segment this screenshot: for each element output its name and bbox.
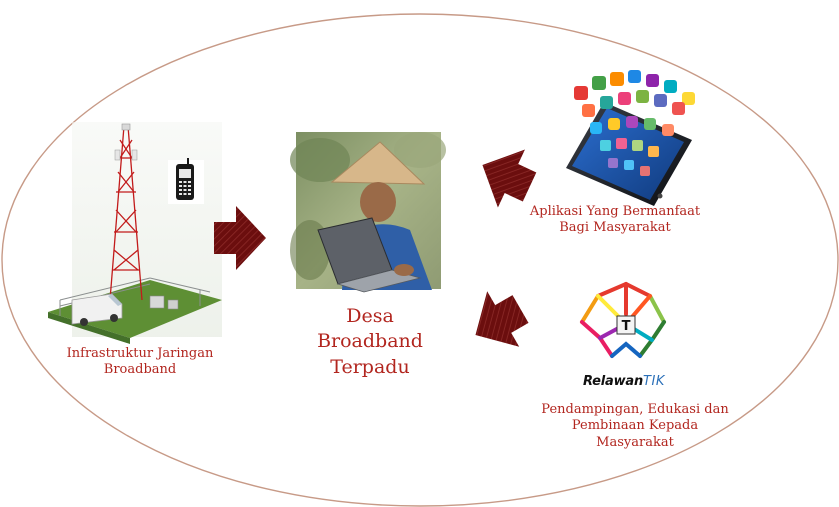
label-infrastruktur-line-1: Infrastruktur Jaringan [66,346,214,361]
smartphone-apps-image [566,70,695,206]
label-pendampingan-line-2: Pembinaan Kepada [571,418,699,434]
label-pendampingan: Pendampingan, Edukasi dan Pembinaan Kepa… [515,402,755,451]
label-pendampingan-line-3: Masyarakat [596,434,674,450]
relawan-tik-wordmark: RelawanTIK [583,374,665,389]
label-aplikasi: Aplikasi Yang Bermanfaat Bagi Masyarakat [515,204,715,237]
arrow-relawan-to-center [475,291,529,347]
farmer-laptop-photo [290,132,446,293]
arrow-apps-to-center [482,149,537,208]
arrow-left-to-center [214,206,266,270]
label-desa-line-3: Terpadu [330,355,410,378]
label-desa-line-2: Broadband [317,330,423,353]
outer-ellipse [1,13,839,507]
wordmark-relawan: Relawan [583,374,644,389]
logo-letter-t: T [622,319,631,334]
label-infrastruktur: Infrastruktur Jaringan Broadband [40,346,240,379]
relawan-tik-logo: T [580,281,666,358]
label-pendampingan-line-1: Pendampingan, Edukasi dan [541,402,729,417]
label-desa-line-1: Desa [346,305,394,327]
wordmark-tik: TIK [643,374,665,389]
label-aplikasi-line-2: Bagi Masyarakat [559,220,671,236]
van-image [71,293,123,326]
label-desa-broadband: Desa Broadband Terpadu [290,304,450,380]
tower-image [48,122,222,344]
cellphone-icon [168,158,204,204]
label-infrastruktur-line-2: Broadband [103,362,177,378]
label-aplikasi-line-1: Aplikasi Yang Bermanfaat [529,204,701,219]
